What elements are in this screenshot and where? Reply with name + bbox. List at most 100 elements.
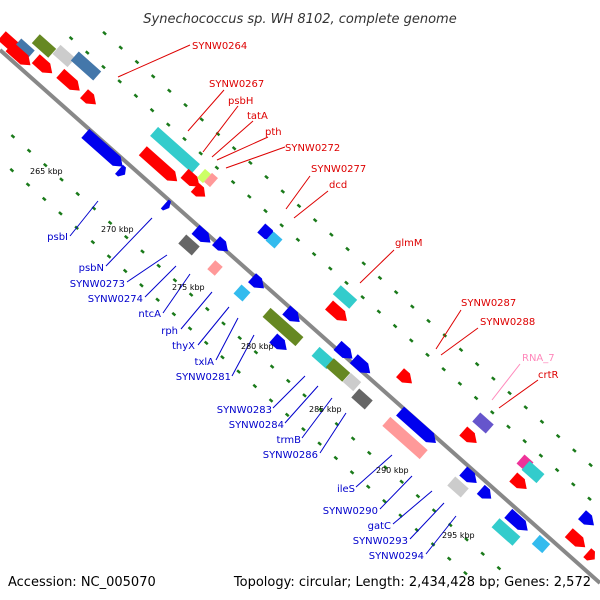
gene-label-synw0293[interactable]: SYNW0293: [353, 536, 408, 547]
gene-label-iles[interactable]: ileS: [337, 484, 355, 495]
gene-label-rph[interactable]: rph: [161, 326, 178, 337]
gene-label-synw0277[interactable]: SYNW0277: [311, 164, 366, 175]
gene-label-psbn[interactable]: psbN: [79, 263, 104, 274]
gene-label-synw0288[interactable]: SYNW0288: [480, 317, 535, 328]
tick-mark: [349, 470, 355, 475]
gene-feature[interactable]: [459, 426, 480, 448]
gene-label-gatc[interactable]: gatC: [368, 521, 391, 532]
tick-mark: [149, 107, 155, 113]
gene-feature[interactable]: [81, 128, 126, 171]
gene-label-synw0281[interactable]: SYNW0281: [176, 372, 231, 383]
gene-feature[interactable]: [447, 476, 469, 498]
gene-label-synw0284[interactable]: SYNW0284: [229, 420, 284, 431]
gene-feature[interactable]: [396, 368, 416, 388]
gene-feature[interactable]: [204, 172, 218, 188]
gene-feature[interactable]: [80, 89, 100, 109]
gene-feature[interactable]: [5, 42, 35, 70]
gene-label-synw0286[interactable]: SYNW0286: [263, 450, 318, 461]
gene-feature[interactable]: [150, 126, 200, 174]
gene-label-pth[interactable]: pth: [265, 127, 282, 138]
gene-feature[interactable]: [31, 34, 57, 58]
gene-feature[interactable]: [472, 412, 494, 434]
gene-label-dcd[interactable]: dcd: [329, 180, 347, 191]
gene-feature[interactable]: [459, 466, 480, 488]
gene-feature[interactable]: [564, 528, 589, 552]
gene-feature[interactable]: [396, 406, 440, 448]
gene-feature[interactable]: [190, 182, 209, 201]
gene-feature[interactable]: [248, 273, 268, 293]
gene-label-synw0283[interactable]: SYNW0283: [217, 405, 272, 416]
gene-label-synw0294[interactable]: SYNW0294: [369, 551, 424, 562]
gene-feature[interactable]: [269, 333, 290, 355]
gene-label-psbi[interactable]: psbI: [47, 232, 68, 243]
leader-line: [359, 249, 395, 284]
gene-feature[interactable]: [160, 199, 173, 213]
gene-feature[interactable]: [349, 354, 374, 378]
gene-feature[interactable]: [476, 484, 495, 503]
gene-label-trmb[interactable]: trmB: [277, 435, 302, 446]
gene-feature[interactable]: [521, 460, 545, 484]
gene-feature[interactable]: [207, 260, 223, 276]
tick-mark: [279, 223, 285, 228]
tick-mark: [10, 134, 16, 139]
gene-label-synw0274[interactable]: SYNW0274: [88, 294, 143, 305]
gene-feature[interactable]: [325, 358, 351, 382]
gene-feature[interactable]: [138, 146, 181, 186]
gene-feature[interactable]: [191, 224, 215, 247]
gene-label-synw0287[interactable]: SYNW0287: [461, 298, 516, 309]
gene-feature[interactable]: [197, 168, 211, 184]
gene-feature[interactable]: [212, 236, 232, 256]
gene-feature[interactable]: [56, 68, 83, 95]
gene-label-thyx[interactable]: thyX: [172, 341, 195, 352]
tick-mark: [150, 74, 156, 79]
gene-feature[interactable]: [531, 534, 551, 554]
gene-feature[interactable]: [325, 300, 351, 326]
gene-feature[interactable]: [491, 518, 521, 546]
gene-label-glmm[interactable]: glmM: [395, 238, 423, 249]
gene-label-crtr[interactable]: crtR: [538, 370, 559, 381]
gene-feature[interactable]: [351, 388, 373, 410]
leader-line: [392, 490, 433, 525]
gene-feature[interactable]: [583, 548, 598, 564]
gene-feature[interactable]: [333, 340, 357, 363]
gene-feature[interactable]: [509, 472, 530, 494]
gene-feature[interactable]: [504, 508, 531, 535]
kbp-marker: 290 kbp: [376, 466, 409, 475]
gene-label-synw0264[interactable]: SYNW0264: [192, 41, 247, 52]
gene-feature[interactable]: [115, 164, 129, 179]
tick-mark: [296, 203, 302, 209]
gene-feature[interactable]: [382, 416, 428, 460]
gene-feature[interactable]: [311, 346, 335, 370]
gene-label-synw0272[interactable]: SYNW0272: [285, 143, 340, 154]
gene-feature[interactable]: [233, 284, 251, 302]
gene-label-rna7[interactable]: RNA_7: [522, 353, 555, 364]
gene-label-txla[interactable]: txlA: [195, 357, 215, 368]
gene-feature[interactable]: [31, 54, 56, 78]
gene-feature[interactable]: [178, 234, 200, 256]
gene-feature[interactable]: [13, 38, 35, 60]
leader-line: [293, 190, 329, 219]
tick-mark: [539, 419, 545, 425]
gene-feature[interactable]: [52, 44, 76, 68]
tick-mark: [264, 174, 269, 180]
gene-feature[interactable]: [342, 372, 362, 392]
gene-feature[interactable]: [332, 285, 358, 309]
gene-feature[interactable]: [265, 231, 283, 249]
gene-label-ntca[interactable]: ntcA: [138, 309, 161, 320]
tick-mark: [155, 297, 160, 302]
gene-label-tata[interactable]: tatA: [247, 111, 268, 122]
gene-feature[interactable]: [282, 305, 303, 327]
tick-mark: [139, 283, 144, 288]
tick-mark: [199, 117, 205, 122]
gene-label-synw0273[interactable]: SYNW0273: [70, 279, 125, 290]
gene-label-psbh[interactable]: psbH: [228, 96, 253, 107]
tick-mark: [203, 340, 209, 346]
gene-label-synw0290[interactable]: SYNW0290: [323, 506, 378, 517]
gene-feature[interactable]: [180, 168, 204, 191]
gene-feature[interactable]: [262, 307, 304, 347]
gene-feature[interactable]: [70, 51, 102, 81]
gene-label-synw0267[interactable]: SYNW0267: [209, 79, 264, 90]
gene-feature[interactable]: [578, 510, 598, 530]
gene-features: [0, 31, 598, 564]
tick-mark: [425, 352, 430, 358]
